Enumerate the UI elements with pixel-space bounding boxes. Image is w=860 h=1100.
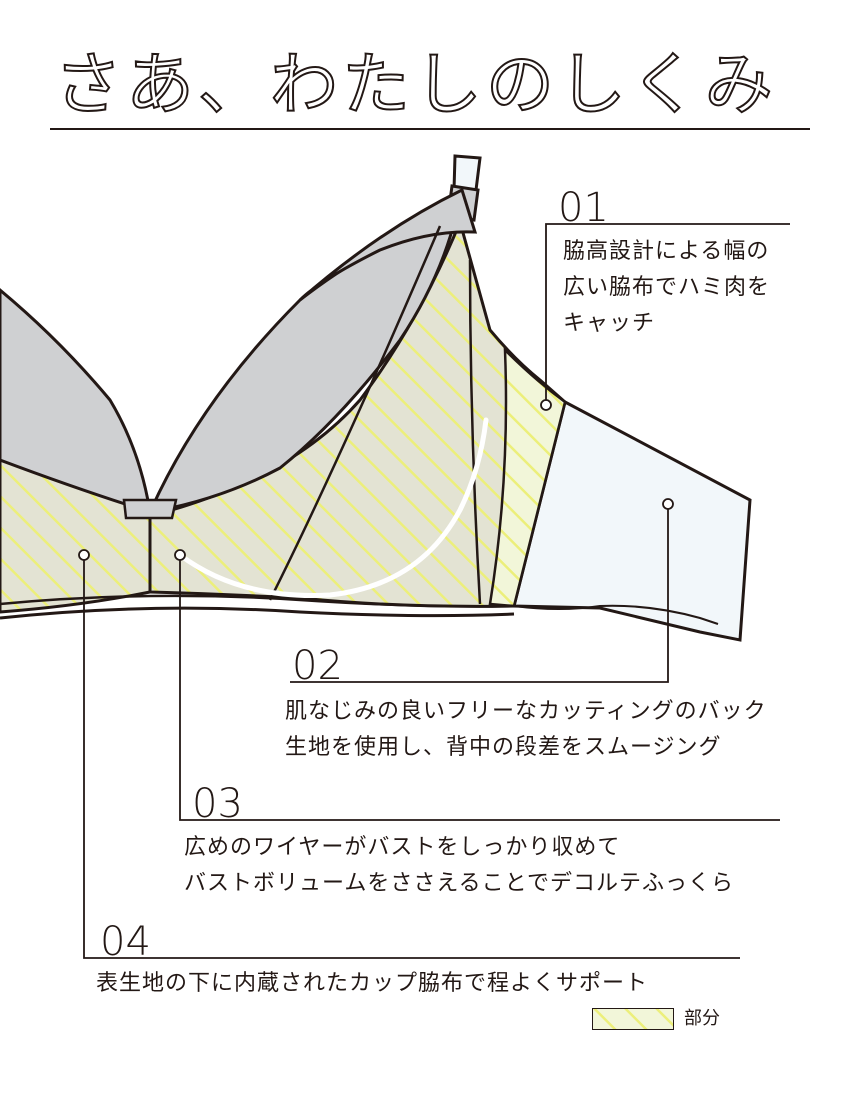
callout-04-number: 04 bbox=[100, 919, 151, 965]
callout-03-text: 広めのワイヤーがバストをしっかり収めて バストボリュームをささえることでデコルテ… bbox=[184, 835, 735, 896]
callout-02-number: 02 bbox=[292, 643, 343, 689]
leader-04 bbox=[83, 555, 740, 959]
legend: 部分 bbox=[592, 1008, 720, 1030]
marker-02 bbox=[662, 498, 674, 510]
callout-04-text: 表生地の下に内蔵されたカップ脇布で程よくサポート bbox=[96, 971, 649, 996]
upper-cup-outer bbox=[298, 187, 478, 302]
cup-seam-2 bbox=[468, 259, 482, 605]
underwire bbox=[177, 417, 489, 598]
upper-cup-left bbox=[0, 288, 152, 515]
legend-hatch-swatch bbox=[592, 1008, 674, 1030]
band-bottom bbox=[0, 606, 515, 620]
cup-seam-1 bbox=[268, 225, 442, 601]
leader-02 bbox=[290, 504, 669, 683]
legend-label: 部分 bbox=[684, 1008, 720, 1029]
page-title: さあ、わたしのしくみ bbox=[53, 45, 777, 126]
shoulder-strap bbox=[452, 154, 482, 192]
center-gore bbox=[122, 498, 178, 520]
marker-01 bbox=[540, 399, 552, 411]
leader-01 bbox=[545, 223, 790, 405]
side-panel bbox=[488, 346, 567, 608]
marker-03 bbox=[174, 549, 186, 561]
title-underline bbox=[50, 128, 810, 130]
callout-01-number: 01 bbox=[558, 185, 609, 231]
callout-03-number: 03 bbox=[192, 781, 243, 827]
upper-cup-right bbox=[147, 213, 459, 514]
band-seam bbox=[0, 594, 515, 608]
callout-02-text: 肌なじみの良いフリーなカッティングのバック 生地を使用し、背中の段差をスムージン… bbox=[285, 699, 767, 760]
back-band-edge bbox=[513, 604, 719, 625]
callout-01-text: 脇高設計による幅の 広い脇布でハミ肉を キャッチ bbox=[563, 239, 771, 336]
leader-03 bbox=[179, 555, 780, 821]
marker-04 bbox=[78, 549, 90, 561]
